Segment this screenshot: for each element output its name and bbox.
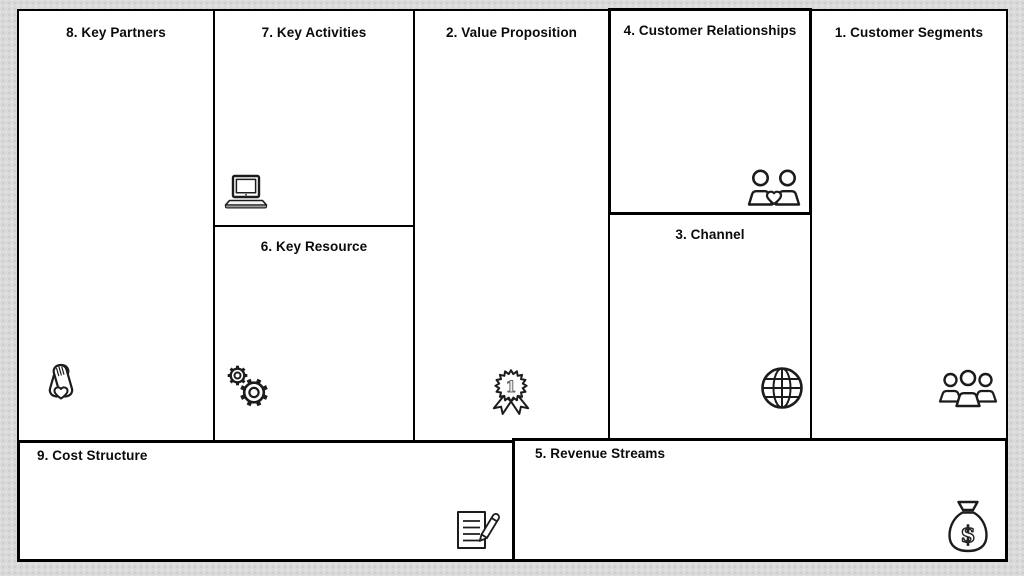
- section-customer-segments: 1. Customer Segments: [810, 9, 1008, 442]
- section-revenue-streams: 5. Revenue Streams $: [512, 438, 1008, 562]
- couple-heart-icon: [747, 169, 801, 206]
- section-title-channel: 3. Channel: [675, 227, 745, 242]
- section-title-key-activities: 7. Key Activities: [261, 25, 367, 40]
- section-key-partners: 8. Key Partners: [17, 9, 215, 442]
- section-title-cost-structure: 9. Cost Structure: [37, 448, 148, 463]
- section-title-customer-relationships: 4. Customer Relationships: [623, 23, 797, 38]
- section-key-activities: 7. Key Activities: [213, 9, 415, 227]
- section-title-value-proposition: 2. Value Proposition: [445, 25, 578, 40]
- section-cost-structure: 9. Cost Structure: [17, 440, 515, 562]
- section-title-revenue-streams: 5. Revenue Streams: [535, 446, 666, 461]
- dollar-sign: $: [960, 522, 975, 548]
- money-bag-icon: $: [948, 500, 988, 553]
- document-pencil-icon: [457, 511, 500, 549]
- section-title-customer-segments: 1. Customer Segments: [834, 25, 984, 40]
- hands-heart-icon: [48, 363, 74, 400]
- section-customer-relationships: 4. Customer Relationships: [608, 8, 812, 215]
- globe-icon: [761, 367, 803, 409]
- people-group-icon: [938, 369, 998, 408]
- section-title-key-resource: 6. Key Resource: [260, 239, 368, 254]
- award-ribbon-icon: 1: [492, 369, 530, 415]
- section-channel: 3. Channel: [608, 213, 812, 440]
- section-key-resource: 6. Key Resource: [213, 225, 415, 442]
- gears-icon: [227, 365, 268, 407]
- section-title-key-partners: 8. Key Partners: [66, 25, 166, 40]
- award-badge-number: 1: [506, 377, 517, 396]
- laptop-icon: [224, 174, 268, 209]
- section-value-proposition: 2. Value Proposition 1: [413, 9, 610, 442]
